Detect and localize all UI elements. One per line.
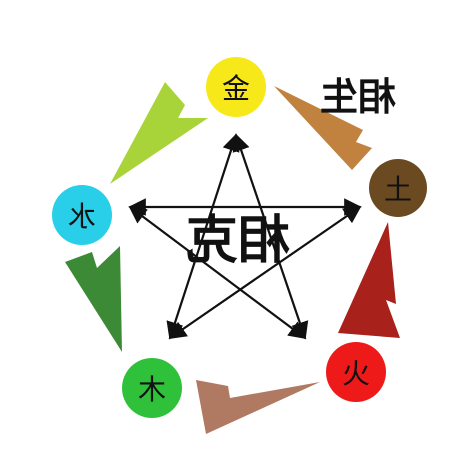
overcoming-star	[128, 133, 362, 340]
arrow-fire-to-earth	[338, 222, 400, 338]
element-earth: 土	[369, 159, 427, 217]
element-water-label: 水	[68, 200, 96, 233]
generating-label: 相生	[320, 75, 396, 119]
element-metal-label: 金	[222, 72, 250, 105]
element-earth-label: 土	[384, 173, 412, 206]
element-fire-label: 火	[342, 357, 370, 390]
arrow-earth-to-metal	[274, 86, 372, 170]
overcoming-label: 相克	[186, 211, 290, 271]
element-water: 水	[52, 185, 112, 245]
element-wood-label: 木	[138, 373, 166, 406]
star-line-earth-wood	[168, 206, 362, 339]
element-water-circle	[52, 185, 112, 245]
element-wood-circle	[122, 358, 182, 418]
element-metal-circle	[206, 57, 266, 117]
element-earth-circle	[369, 159, 427, 217]
element-wood: 木	[122, 358, 182, 418]
element-metal: 金	[206, 57, 266, 117]
element-fire: 火	[326, 342, 386, 402]
arrow-wood-to-fire	[196, 380, 320, 434]
element-fire-circle	[326, 342, 386, 402]
arrow-metal-to-water	[110, 82, 208, 184]
arrow-water-to-wood	[65, 246, 122, 352]
